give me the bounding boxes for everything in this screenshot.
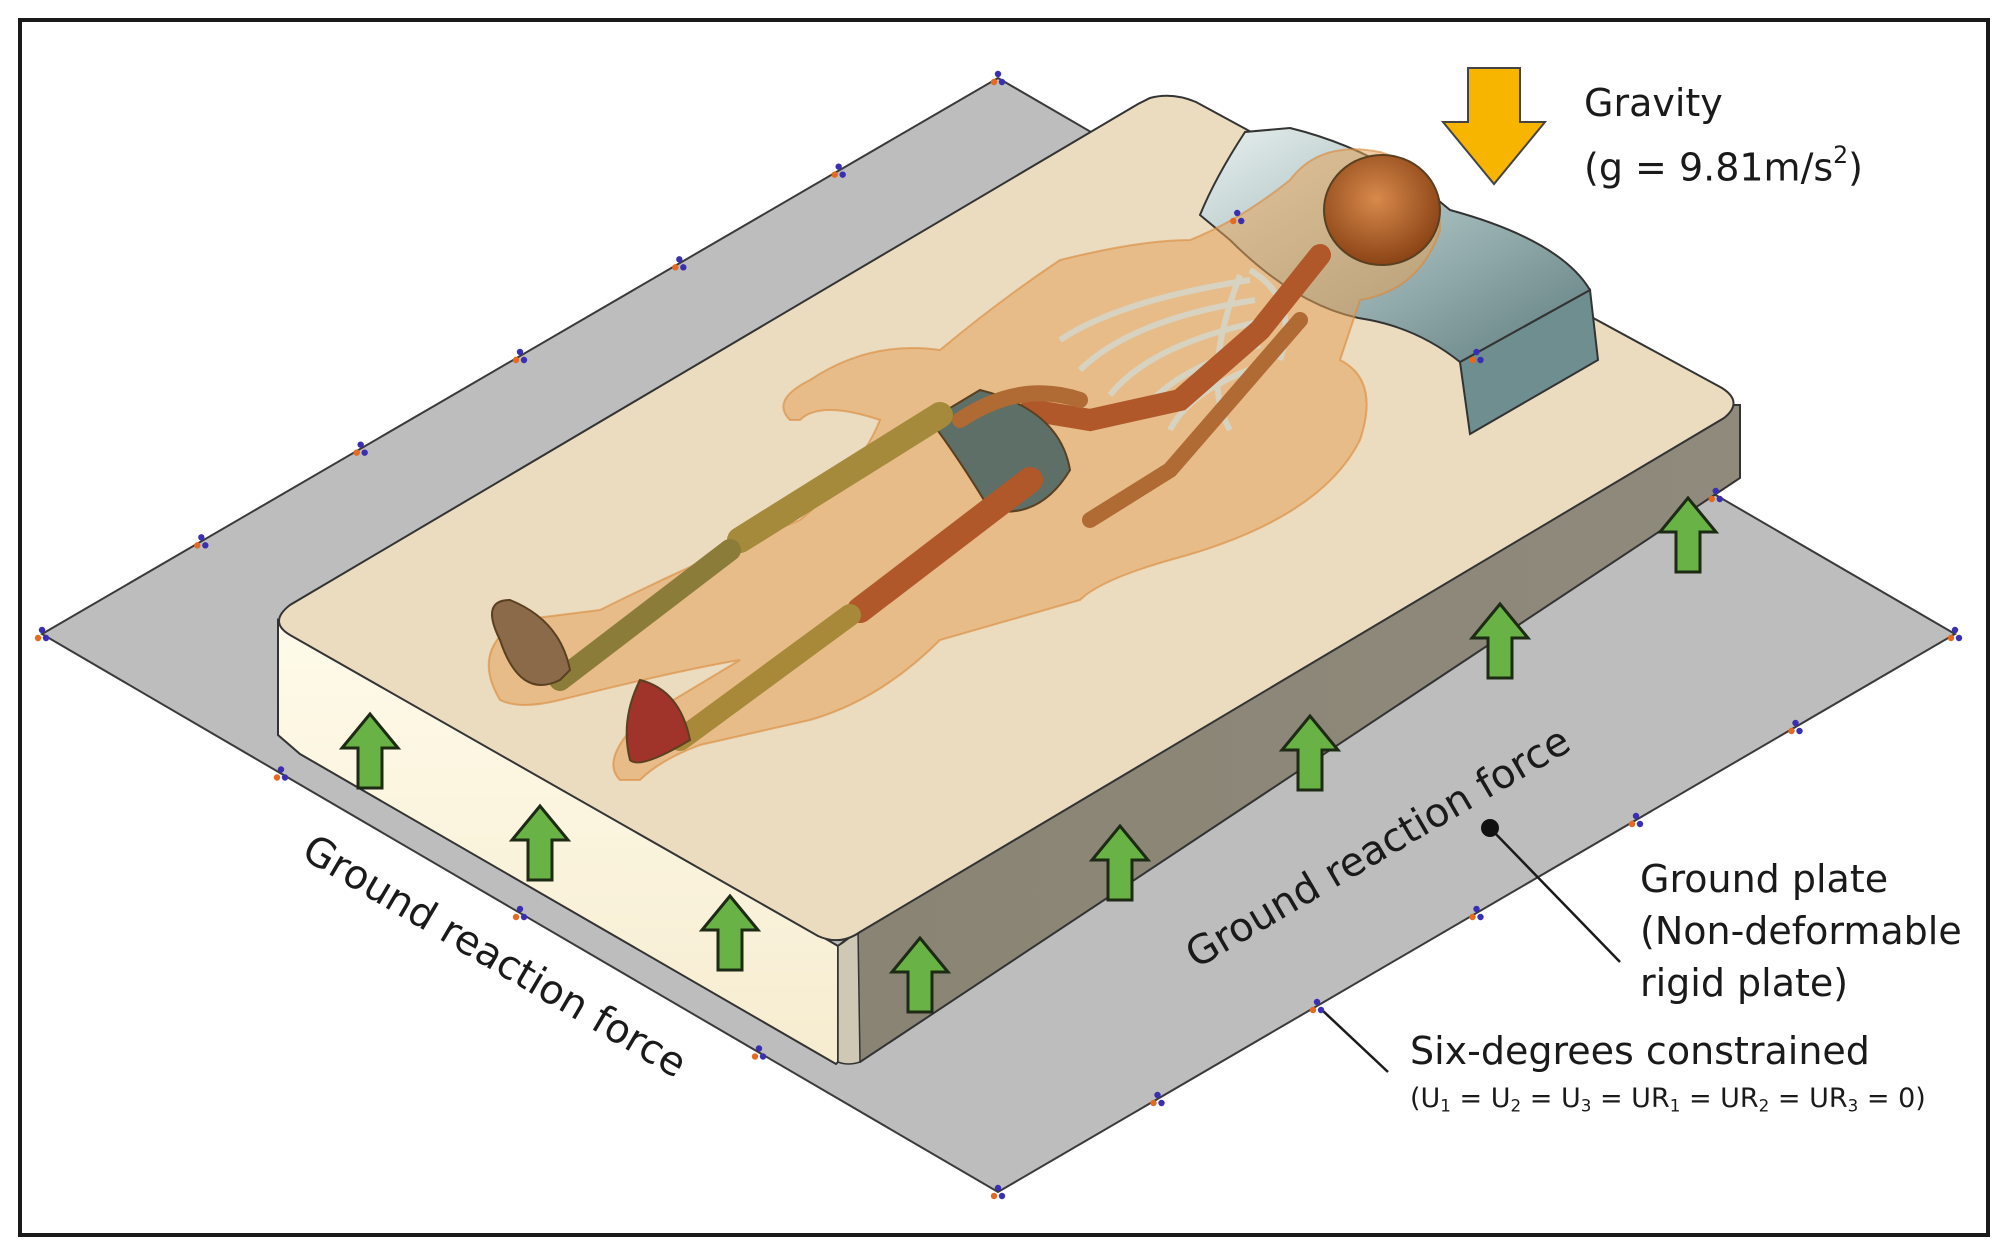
constraint-node — [1317, 1006, 1325, 1014]
constraint-node — [512, 356, 520, 364]
constraint-node — [994, 1184, 1002, 1192]
constraint-markers — [34, 70, 1963, 1200]
constraint-node — [994, 70, 1002, 78]
constraint-node — [759, 1053, 767, 1060]
left-foot — [491, 598, 572, 686]
constraint-node — [998, 1192, 1006, 1200]
constraint-node — [839, 171, 846, 178]
constraint-node — [194, 542, 201, 549]
constraint-title: Six-degrees constrained — [1410, 1029, 1870, 1073]
constraint-node — [1477, 913, 1484, 921]
constraint-node — [357, 441, 364, 448]
constraint-node — [1951, 626, 1959, 634]
constraint-node — [520, 913, 528, 921]
constraint-node — [1473, 905, 1480, 913]
constraint-node — [1309, 1006, 1317, 1014]
constraint-node — [835, 163, 842, 170]
constraint-node — [1473, 348, 1480, 356]
reaction-force-arrow — [338, 711, 402, 790]
ground-plate-label: Ground plate — [1640, 857, 1889, 901]
reaction-force-arrow — [698, 893, 762, 972]
reaction-force-arrow — [1656, 495, 1720, 574]
constraint-node — [1636, 820, 1644, 828]
constraint-node — [1632, 812, 1640, 820]
constraint-node — [990, 78, 998, 86]
gravity-title: Gravity — [1584, 81, 1723, 125]
constraint-node — [1158, 1099, 1165, 1107]
gravity-arrow — [1440, 67, 1548, 186]
spine — [1019, 244, 1331, 432]
mattress-corner — [837, 928, 861, 1065]
constraint-node — [277, 766, 285, 773]
constraint-node — [202, 542, 209, 549]
constraint-node — [1234, 209, 1241, 217]
constraint-node — [1792, 719, 1799, 727]
constraint-node — [516, 348, 524, 356]
constraint-node — [361, 449, 368, 456]
right-arm — [1082, 312, 1308, 528]
constraint-node — [672, 264, 679, 271]
constraint-node — [676, 256, 683, 263]
right-tibia — [669, 604, 861, 751]
constraint-node — [353, 449, 360, 456]
reaction-force-arrow — [1088, 823, 1152, 902]
constraint-pointer — [1321, 1009, 1389, 1073]
reaction-force-arrow — [888, 935, 952, 1014]
constraint-node — [1230, 217, 1237, 225]
left-femur — [727, 402, 953, 553]
constraint-node — [1238, 217, 1245, 225]
constraint-node — [1796, 727, 1803, 735]
constraint-node — [1469, 356, 1476, 364]
ground-plate-marker — [1481, 819, 1499, 837]
constraint-node — [1712, 487, 1719, 495]
constraint-node — [1708, 495, 1715, 503]
skeleton — [491, 154, 1441, 764]
constraint-node — [1788, 727, 1795, 735]
constraint-node — [281, 774, 289, 781]
constraint-node — [512, 913, 520, 921]
constraint-node — [1313, 998, 1321, 1006]
ground-plate-label-line3: rigid plate) — [1640, 961, 1849, 1005]
left-arm — [952, 385, 1088, 428]
constraint-node — [198, 534, 205, 541]
constraint-node — [520, 356, 528, 364]
ground-plate-pointer — [1489, 827, 1621, 963]
constraint-node — [273, 774, 281, 781]
reaction-force-arrow — [1468, 601, 1532, 680]
right-foot — [625, 678, 692, 764]
constraint-node — [1716, 495, 1723, 503]
constraint-node — [990, 1192, 998, 1200]
constraint-node — [1477, 356, 1484, 364]
constraint-node — [751, 1053, 759, 1060]
constraint-equation: (U1 = U2 = U3 = UR1 = UR2 = UR3 = 0) — [1410, 1083, 1926, 1116]
constraint-node — [831, 171, 838, 178]
constraint-node — [42, 634, 50, 642]
constraint-node — [516, 905, 524, 913]
constraint-node — [1150, 1099, 1157, 1107]
constraint-node — [34, 634, 42, 642]
right-femur — [847, 467, 1043, 623]
constraint-node — [1955, 634, 1963, 642]
constraint-node — [1154, 1091, 1161, 1099]
gravity-value: (g = 9.81m/s2) — [1584, 141, 1863, 190]
constraint-node — [1469, 913, 1476, 921]
constraint-node — [1947, 634, 1955, 642]
constraint-node — [998, 78, 1006, 86]
constraint-node — [680, 264, 687, 271]
reaction-force-arrow — [508, 803, 572, 882]
constraint-node — [1628, 820, 1636, 828]
left-tibia — [549, 539, 741, 691]
reaction-force-arrow — [1278, 713, 1342, 792]
skull — [1323, 154, 1441, 266]
ground-plate-label-line2: (Non-deformable — [1640, 909, 1962, 953]
reaction-force-arrows — [338, 495, 1720, 1014]
constraint-node — [755, 1045, 763, 1052]
constraint-node — [38, 626, 46, 634]
